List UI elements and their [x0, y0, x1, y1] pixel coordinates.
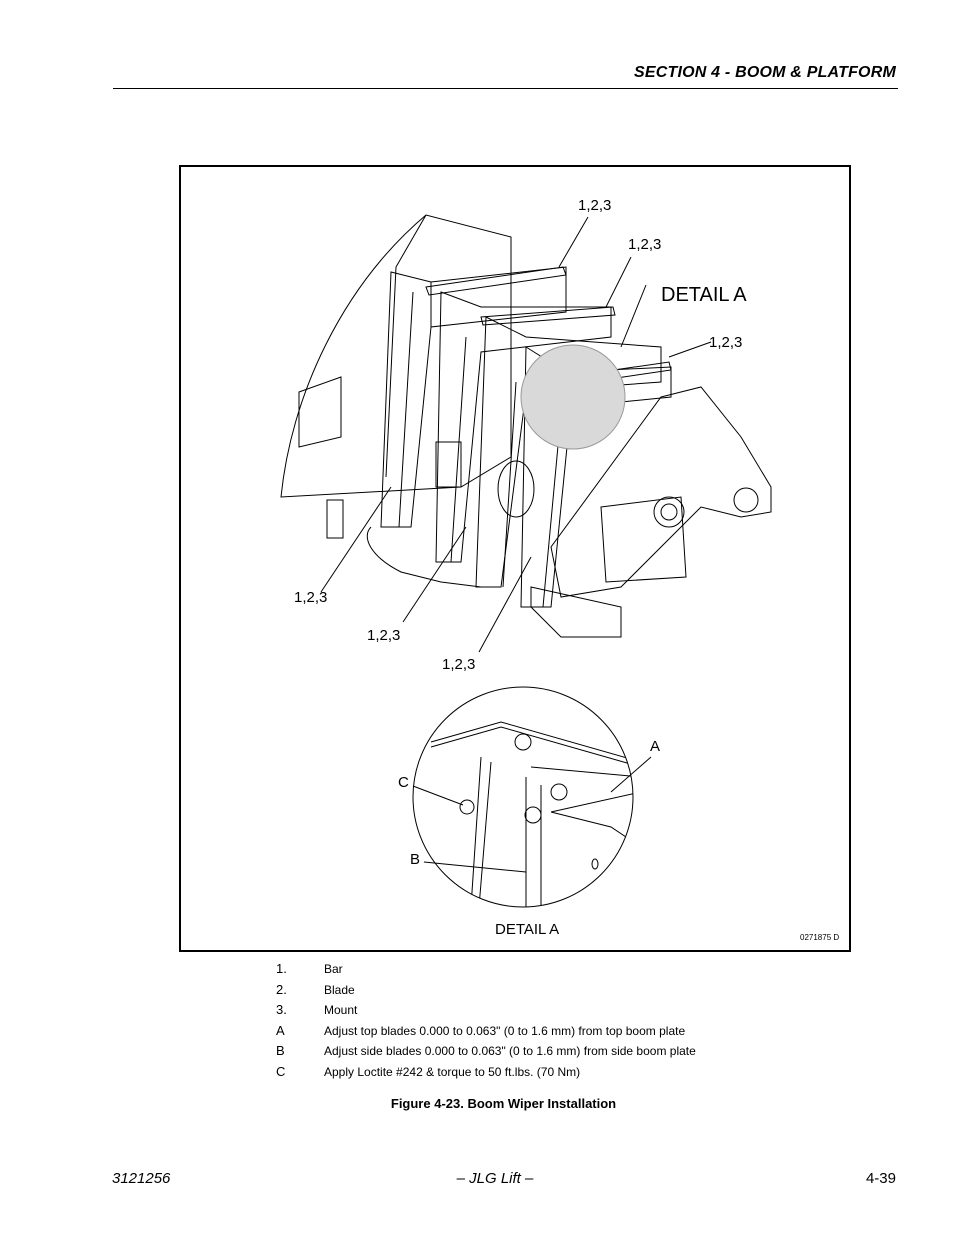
legend-key: 1.	[276, 961, 287, 976]
callout-1: 1,2,3	[578, 197, 612, 214]
header-rule	[113, 88, 898, 89]
wiper-bar-1	[425, 266, 567, 296]
callout-3: 1,2,3	[709, 334, 743, 351]
legend-key: B	[276, 1043, 285, 1058]
wiper-bar-2	[480, 306, 616, 326]
publisher-footer: – JLG Lift –	[456, 1170, 534, 1187]
legend-key: 2.	[276, 981, 287, 997]
callout-6: 1,2,3	[442, 656, 476, 673]
callout-5: 1,2,3	[367, 627, 401, 644]
legend-text: Adjust side blades 0.000 to 0.063" (0 to…	[324, 1044, 696, 1058]
detail-a-highlight	[520, 344, 626, 450]
inset-letter-c: C	[398, 774, 409, 791]
detail-a-inset	[412, 686, 634, 908]
figure-frame: 1,2,3 1,2,3 1,2,3 1,2,3 1,2,3 1,2,3 DETA…	[179, 165, 851, 952]
legend-text: Mount	[324, 1003, 358, 1017]
legend-key: A	[276, 1022, 285, 1038]
callout-2: 1,2,3	[628, 236, 662, 253]
boom-housing	[280, 214, 512, 498]
page-number: 4-39	[865, 1170, 896, 1187]
section-title: SECTION 4 - BOOM & PLATFORM	[634, 64, 896, 81]
legend-key: C	[276, 1063, 286, 1079]
drawing-number: 0271875 D	[800, 933, 840, 942]
detail-a-inset-label: DETAIL A	[495, 921, 560, 938]
legend-key: 3.	[276, 1002, 287, 1017]
boom-head	[550, 386, 772, 598]
legend-text: Blade	[324, 982, 355, 997]
boom-wiper-drawing	[280, 214, 772, 908]
callout-4: 1,2,3	[294, 589, 328, 606]
legend-text: Adjust top blades 0.000 to 0.063" (0 to …	[324, 1023, 686, 1038]
legend-text: Bar	[324, 962, 343, 976]
boom-section-1	[380, 266, 567, 528]
figure-caption: Figure 4-23. Boom Wiper Installation	[390, 1096, 617, 1111]
inset-letter-b: B	[410, 851, 421, 868]
detail-a-label: DETAIL A	[661, 284, 747, 306]
legend-text: Apply Loctite #242 & torque to 50 ft.lbs…	[324, 1064, 581, 1079]
inset-letter-a: A	[650, 738, 661, 755]
boom-section-2	[435, 291, 612, 563]
document-number: 3121256	[112, 1170, 171, 1187]
